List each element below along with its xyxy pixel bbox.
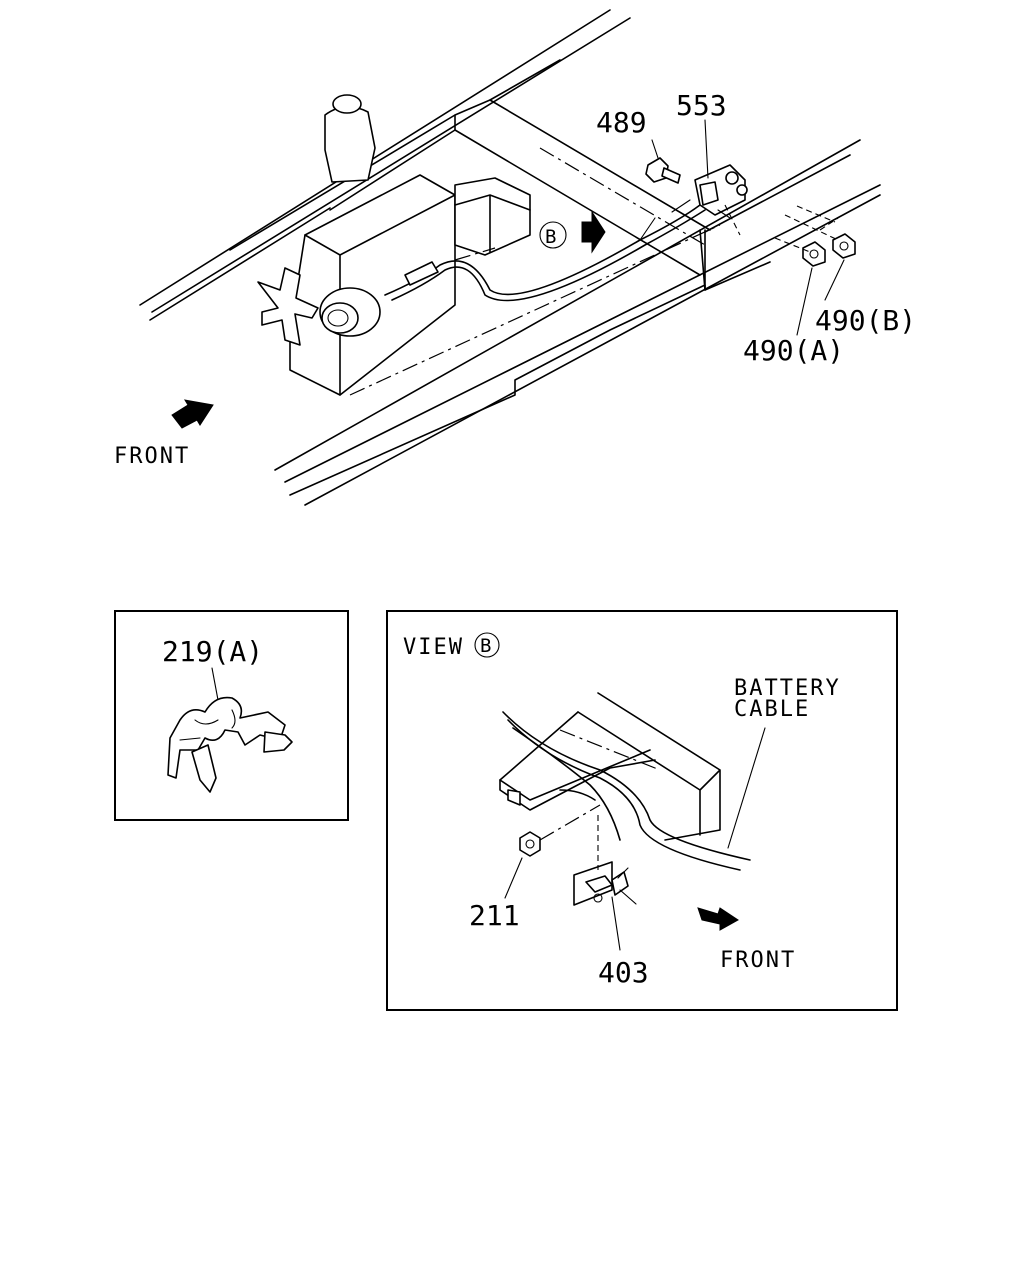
clip-detail-box: 219(A) bbox=[114, 610, 349, 821]
view-b-title: VIEW bbox=[403, 635, 464, 660]
view-b-box: VIEW B BATTERY CABLE bbox=[386, 610, 898, 1011]
part-211-nut bbox=[504, 804, 601, 899]
left-frame-rail bbox=[139, 9, 631, 313]
label-211: 211 bbox=[469, 899, 520, 932]
clip-219a bbox=[167, 696, 293, 793]
label-219a: 219(A) bbox=[162, 635, 263, 668]
front-arrow-main bbox=[171, 399, 214, 429]
fuel-tank bbox=[257, 94, 531, 396]
view-b-marker: B bbox=[545, 226, 556, 248]
part-490-nuts bbox=[774, 205, 856, 267]
cable-run bbox=[384, 204, 706, 302]
battery-cable-label-line2: CABLE bbox=[734, 697, 810, 722]
cross-member bbox=[454, 99, 711, 276]
view-b-frame bbox=[499, 692, 751, 871]
view-b-marker-circle bbox=[539, 221, 567, 249]
view-b-title-circle bbox=[474, 632, 500, 658]
label-489: 489 bbox=[596, 106, 647, 139]
label-553: 553 bbox=[676, 89, 727, 122]
part-403-bracket bbox=[573, 815, 637, 951]
label-490a: 490(A) bbox=[743, 334, 844, 367]
right-frame-rail bbox=[274, 139, 881, 506]
battery-cable-label-line1: BATTERY bbox=[734, 676, 841, 701]
label-490b: 490(B) bbox=[815, 304, 916, 337]
part-489-bolt bbox=[645, 157, 681, 184]
view-b-arrow bbox=[581, 210, 606, 254]
frame-assembly-drawing: B FRONT 489 553 490(B) 490(A) bbox=[114, 9, 916, 506]
label-403: 403 bbox=[598, 956, 649, 989]
front-label-main: FRONT bbox=[114, 444, 190, 469]
front-label-view: FRONT bbox=[720, 948, 796, 973]
view-b-title-marker: B bbox=[480, 635, 491, 657]
front-arrow-view bbox=[697, 907, 739, 931]
